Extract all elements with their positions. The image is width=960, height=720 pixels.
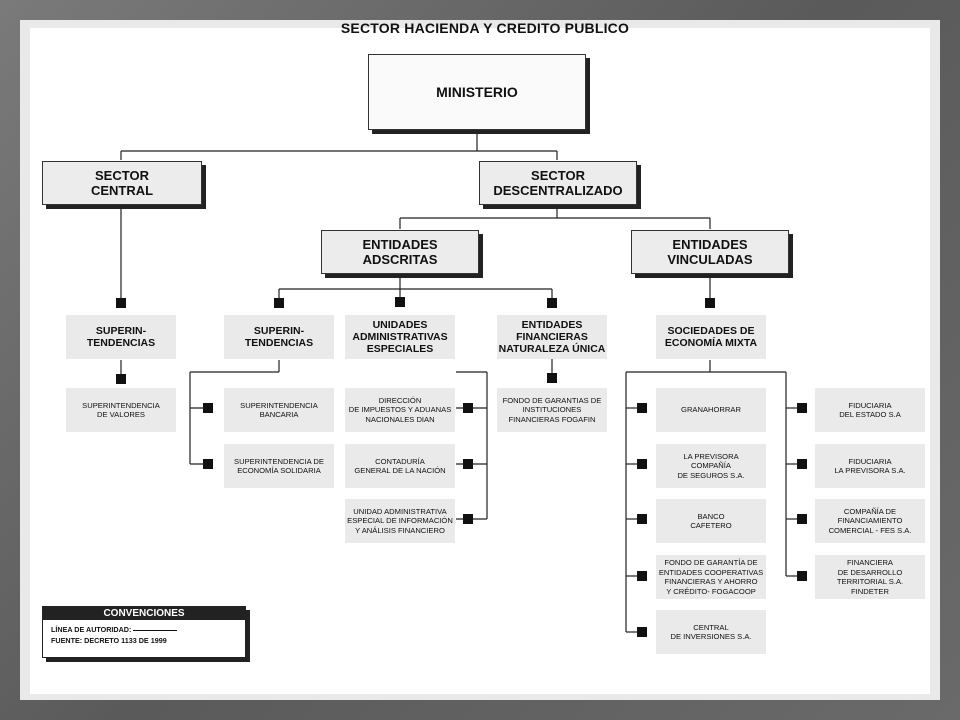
bullet-marker [797,459,807,469]
entidades-financieras-box: ENTIDADES FINANCIERAS NATURALEZA ÚNICA [497,315,607,359]
bullet-marker [463,403,473,413]
entidades-vinculadas-box: ENTIDADES VINCULADAS [631,230,789,274]
fogafin-box: FONDO DE GARANTIAS DE INSTITUCIONES FINA… [497,388,607,432]
bullet-marker [637,571,647,581]
bullet-marker [203,459,213,469]
bullet-marker [463,514,473,524]
contaduria-box: CONTADURÍA GENERAL DE LA NACIÓN [345,444,455,488]
central-inversiones-box: CENTRAL DE INVERSIONES S.A. [656,610,766,654]
banco-cafetero-box: BANCO CAFETERO [656,499,766,543]
bullet-marker [797,571,807,581]
la-previsora-seguros-box: LA PREVISORA COMPAÑÍA DE SEGUROS S.A. [656,444,766,488]
authority-line-label: LÍNEA DE AUTORIDAD: [51,625,132,634]
bullet-marker [705,298,715,308]
bullet-marker [463,459,473,469]
bullet-marker [203,403,213,413]
findeter-box: FINANCIERA DE DESARROLLO TERRITORIAL S.A… [815,555,925,599]
bullet-marker [637,514,647,524]
fogacoop-box: FONDO DE GARANTÍA DE ENTIDADES COOPERATI… [656,555,766,599]
bullet-marker [116,298,126,308]
source-label: FUENTE: DECRETO 1133 DE 1999 [51,636,167,645]
sector-central-box: SECTOR CENTRAL [42,161,202,205]
authority-line-sample [133,629,178,631]
org-chart-canvas [30,28,930,694]
authority-line-row: LÍNEA DE AUTORIDAD: [43,624,245,635]
chart-title: SECTOR HACIENDA Y CREDITO PUBLICO [340,20,630,36]
bullet-marker [637,627,647,637]
conventions-title: CONVENCIONES [43,607,245,620]
unidades-administrativas-box: UNIDADES ADMINISTRATIVAS ESPECIALES [345,315,455,359]
bullet-marker [797,403,807,413]
bullet-marker [116,374,126,384]
conventions-legend: CONVENCIONES LÍNEA DE AUTORIDAD: FUENTE:… [42,606,246,658]
sociedades-economia-mixta-box: SOCIEDADES DE ECONOMÍA MIXTA [656,315,766,359]
central-superintendencias-box: SUPERIN- TENDENCIAS [66,315,176,359]
fiduciaria-estado-box: FIDUCIARIA DEL ESTADO S.A [815,388,925,432]
bullet-marker [395,297,405,307]
bullet-marker [274,298,284,308]
bullet-marker [637,459,647,469]
bullet-marker [797,514,807,524]
superintendencia-economia-solidaria-box: SUPERINTENDENCIA DE ECONOMÍA SOLIDARIA [224,444,334,488]
uiaf-box: UNIDAD ADMINISTRATIVA ESPECIAL DE INFORM… [345,499,455,543]
granahorrar-box: GRANAHORRAR [656,388,766,432]
superintendencia-valores-box: SUPERINTENDENCIA DE VALORES [66,388,176,432]
fes-box: COMPAÑÍA DE FINANCIAMIENTO COMERCIAL - F… [815,499,925,543]
bullet-marker [547,298,557,308]
entidades-adscritas-box: ENTIDADES ADSCRITAS [321,230,479,274]
sector-descentralizado-box: SECTOR DESCENTRALIZADO [479,161,637,205]
bullet-marker [637,403,647,413]
ministerio-box: MINISTERIO [368,54,586,130]
fiduciaria-previsora-box: FIDUCIARIA LA PREVISORA S.A. [815,444,925,488]
adscritas-superintendencias-box: SUPERIN- TENDENCIAS [224,315,334,359]
dian-box: DIRECCIÓN DE IMPUESTOS Y ADUANAS NACIONA… [345,388,455,432]
bullet-markers [116,297,807,637]
bullet-marker [547,373,557,383]
superintendencia-bancaria-box: SUPERINTENDENCIA BANCARIA [224,388,334,432]
